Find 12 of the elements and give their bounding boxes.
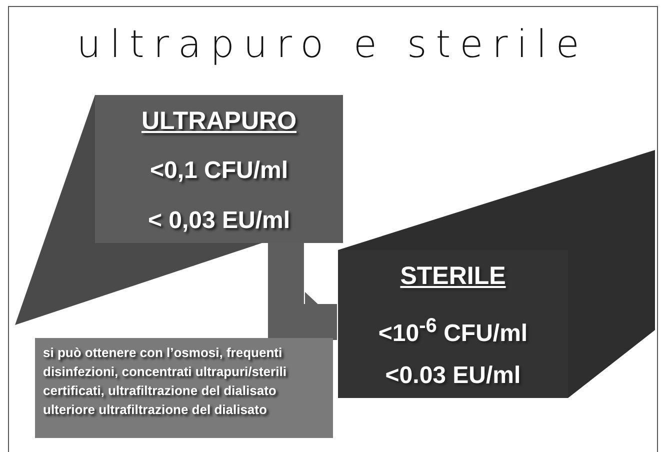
note-text: si può ottenere con l’osmosi, frequenti disinfezioni, concentrati ultrapuri/sterili certificati, ultrafiltrazione del dialisato ulteriore ultrafiltrazione del dialisato [43, 344, 288, 419]
heading: ULTRAPURO [140, 106, 298, 137]
note-box [35, 338, 333, 438]
value-text: <10$^{-6}$ CFU/ml [377, 314, 529, 349]
value-text: <0.03 EU/ml [384, 361, 522, 391]
value-text: < 0,03 EU/ml [146, 206, 292, 236]
value-text: <0,1 CFU/ml [148, 156, 290, 186]
heading: STERILE [399, 261, 507, 292]
title: ultrapuro e sterile [76, 22, 590, 66]
spec-box [95, 95, 343, 243]
arrow [268, 243, 337, 340]
spec-box [338, 250, 568, 398]
